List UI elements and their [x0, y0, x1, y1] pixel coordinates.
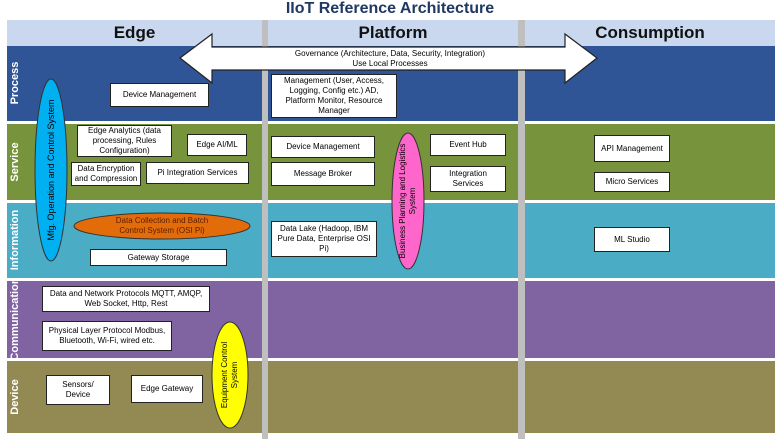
- platform-device-management-box: Device Management: [271, 136, 375, 158]
- ml-studio-box: ML Studio: [594, 227, 670, 252]
- column-header-edge: Edge: [7, 20, 262, 46]
- business-planning-ellipse: [391, 132, 425, 270]
- micro-services-box: Micro Services: [594, 172, 670, 192]
- diagram-title: IIoT Reference Architecture: [285, 0, 495, 17]
- sensors-box: Sensors/ Device: [46, 375, 110, 405]
- governance-text: Governance (Architecture, Data, Security…: [294, 49, 486, 58]
- data-lake-box: Data Lake (Hadoop, IBM Pure Data, Enterp…: [271, 221, 377, 257]
- edge-ai-ml-box: Edge AI/ML: [187, 134, 247, 156]
- data-collection-label-2: Control System (OSI Pi): [119, 226, 205, 235]
- column-divider-left: [262, 20, 268, 439]
- local-processes-text: Use Local Processes: [352, 59, 428, 68]
- data-network-protocols-box: Data and Network Protocols MQTT, AMQP, W…: [42, 286, 210, 312]
- edge-gateway-box: Edge Gateway: [131, 375, 203, 403]
- data-collection-ellipse: [73, 212, 251, 240]
- mfg-operation-ellipse: [34, 78, 68, 262]
- data-collection-label-1: Data Collection and Batch: [115, 216, 209, 225]
- column-divider-right: [518, 20, 525, 439]
- double-arrow-shape: [179, 32, 598, 85]
- pi-integration-box: Pi Integration Services: [146, 162, 249, 184]
- column-header-platform: Platform: [268, 20, 518, 46]
- platform-management-box: Management (User, Access, Logging, Confi…: [271, 74, 397, 118]
- edge-analytics-box: Edge Analytics (data processing, Rules C…: [77, 125, 172, 157]
- edge-device-management-box: Device Management: [110, 83, 209, 107]
- equipment-control-ellipse: [211, 321, 249, 429]
- mfg-operation-label: Mfg. Operation and Control System: [46, 99, 56, 241]
- api-management-box: API Management: [594, 135, 670, 162]
- integration-services-box: Integration Services: [430, 166, 506, 192]
- message-broker-box: Message Broker: [271, 162, 375, 186]
- equipment-control-label: Equipment Control System: [220, 341, 239, 409]
- gateway-storage-box: Gateway Storage: [90, 249, 227, 266]
- physical-layer-box: Physical Layer Protocol Modbus, Bluetoot…: [42, 321, 172, 351]
- event-hub-box: Event Hub: [430, 134, 506, 156]
- business-planning-label: Business Planning and Logistics System: [398, 143, 417, 259]
- data-encryption-box: Data Encryption and Compression: [71, 162, 141, 186]
